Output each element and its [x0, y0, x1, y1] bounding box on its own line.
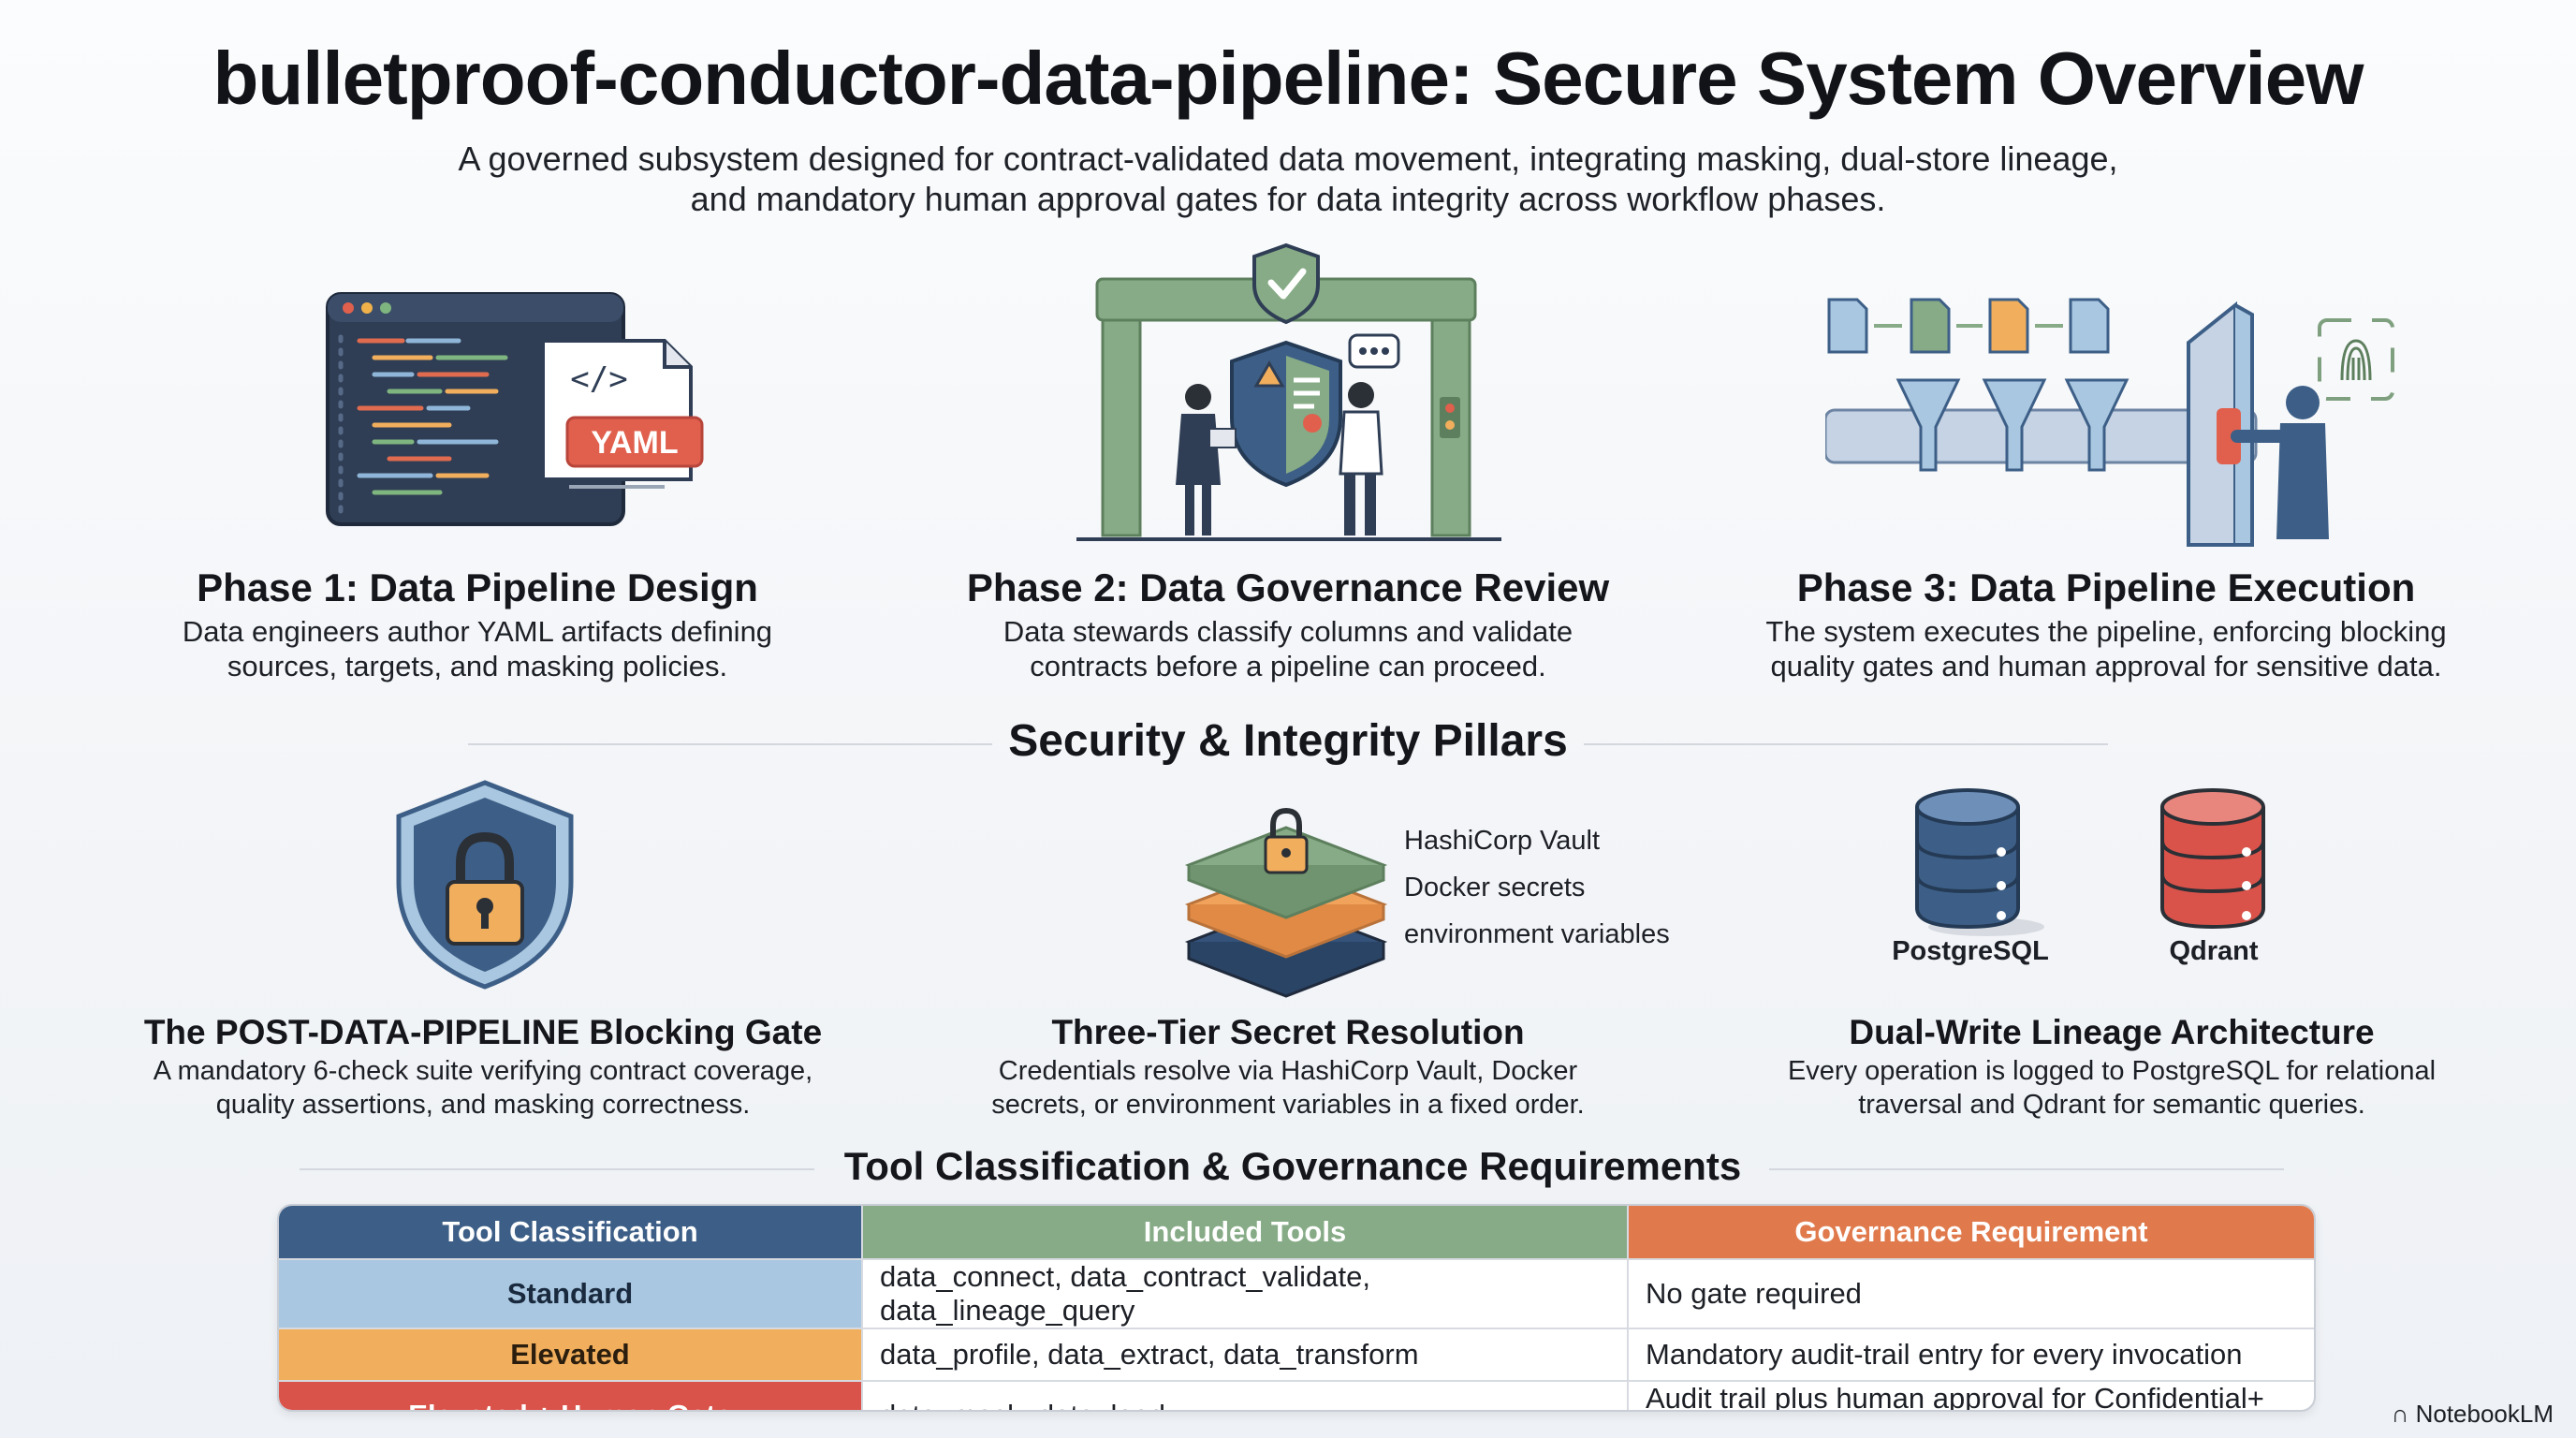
- phase-1-desc-line-1: Data engineers author YAML artifacts def…: [182, 615, 773, 648]
- layered-stack-icon: [1184, 807, 1388, 998]
- row-tools: data_connect, data_contract_validate, da…: [861, 1258, 1628, 1328]
- phase-3-desc-line-2: quality gates and human approval for sen…: [1770, 650, 2442, 682]
- pillar-3-desc-line-2: traversal and Qdrant for semantic querie…: [1858, 1090, 2365, 1120]
- tier-label-docker: Docker secrets: [1404, 873, 1586, 902]
- column-header-tools: Included Tools: [861, 1206, 1628, 1259]
- column-header-classification: Tool Classification: [279, 1206, 862, 1259]
- store-label-postgresql: PostgreSQL: [1892, 936, 2049, 966]
- phase-3-title: Phase 3: Data Pipeline Execution: [1796, 565, 2416, 609]
- table-divider-right: [1769, 1168, 2284, 1170]
- brand-label: NotebookLM: [2415, 1400, 2554, 1428]
- column-header-requirement: Governance Requirement: [1627, 1206, 2314, 1259]
- phase-2-title: Phase 2: Data Governance Review: [966, 565, 1610, 609]
- phase-3-desc: The system executes the pipeline, enforc…: [1685, 614, 2527, 683]
- tier-label-vault: HashiCorp Vault: [1404, 826, 1601, 856]
- pillar-1-desc-line-2: quality assertions, and masking correctn…: [215, 1090, 751, 1120]
- store-label-qdrant: Qdrant: [2169, 936, 2259, 966]
- section-divider-left: [468, 743, 992, 745]
- row-requirement: Audit trail plus human approval for Conf…: [1627, 1380, 2314, 1410]
- code-editor-yaml-icon: </> YAML: [326, 292, 704, 526]
- phase-2-desc: Data stewards classify columns and valid…: [867, 614, 1709, 683]
- pillar-2-desc-line-1: Credentials resolve via HashiCorp Vault,…: [998, 1056, 1578, 1086]
- svg-text:</>: </>: [570, 360, 627, 398]
- pipeline-execution-icon: [1825, 298, 2394, 547]
- pillars-heading: Security & Integrity Pillars: [1008, 716, 1568, 766]
- row-tools: data_mask, data_load: [861, 1380, 1628, 1410]
- phase-2-desc-line-1: Data stewards classify columns and valid…: [1003, 615, 1573, 648]
- subtitle-line-1: A governed subsystem designed for contra…: [458, 139, 2118, 178]
- notebooklm-brand: ∩ NotebookLM: [2392, 1400, 2554, 1429]
- phase-1-title: Phase 1: Data Pipeline Design: [197, 565, 758, 609]
- postgresql-database-icon: [1915, 788, 2044, 936]
- row-requirement: Mandatory audit-trail entry for every in…: [1627, 1328, 2314, 1381]
- table-row: Elevated data_profile, data_extract, dat…: [279, 1328, 2314, 1381]
- pillar-1-desc: A mandatory 6-check suite verifying cont…: [90, 1054, 876, 1122]
- pillar-1-title: The POST-DATA-PIPELINE Blocking Gate: [143, 1013, 823, 1051]
- tool-classification-table: Tool Classification Included Tools Gover…: [277, 1204, 2316, 1412]
- tier-label-env: environment variables: [1404, 919, 1670, 949]
- yaml-badge: YAML: [591, 425, 678, 461]
- notebooklm-logo-icon: ∩: [2391, 1400, 2409, 1428]
- pillar-2-desc-line-2: secrets, or environment variables in a f…: [991, 1090, 1585, 1120]
- governance-gate-icon: [1076, 242, 1501, 541]
- row-classification-standard: Standard: [279, 1258, 862, 1328]
- table-row: Elevated + Human Gate data_mask, data_lo…: [279, 1380, 2314, 1410]
- row-classification-human-gate: Elevated + Human Gate: [279, 1380, 862, 1410]
- phase-1-desc-line-2: sources, targets, and masking policies.: [227, 650, 728, 682]
- pillar-3-desc: Every operation is logged to PostgreSQL …: [1700, 1054, 2524, 1122]
- table-row: Standard data_connect, data_contract_val…: [279, 1258, 2314, 1328]
- row-classification-elevated: Elevated: [279, 1328, 862, 1381]
- subtitle-line-2: and mandatory human approval gates for d…: [690, 180, 1886, 218]
- table-divider-left: [300, 1168, 814, 1170]
- phase-3-desc-line-1: The system executes the pipeline, enforc…: [1765, 615, 2447, 648]
- table-heading: Tool Classification & Governance Require…: [843, 1144, 1742, 1188]
- page-title: bulletproof-conductor-data-pipeline: Sec…: [212, 37, 2364, 120]
- pillar-2-title: Three-Tier Secret Resolution: [1051, 1013, 1525, 1051]
- shield-lock-icon: [396, 780, 574, 990]
- page-subtitle: A governed subsystem designed for contra…: [352, 139, 2224, 219]
- pillar-3-title: Dual-Write Lineage Architecture: [1849, 1013, 2375, 1051]
- pillar-2-desc: Credentials resolve via HashiCorp Vault,…: [914, 1054, 1662, 1122]
- pillar-1-desc-line-1: A mandatory 6-check suite verifying cont…: [153, 1056, 813, 1086]
- section-divider-right: [1584, 743, 2108, 745]
- table-header-row: Tool Classification Included Tools Gover…: [279, 1206, 2314, 1259]
- phase-1-desc: Data engineers author YAML artifacts def…: [103, 614, 852, 683]
- pillar-3-desc-line-1: Every operation is logged to PostgreSQL …: [1787, 1056, 2437, 1086]
- row-tools: data_profile, data_extract, data_transfo…: [861, 1328, 1628, 1381]
- phase-2-desc-line-2: contracts before a pipeline can proceed.: [1030, 650, 1546, 682]
- qdrant-database-icon: [2160, 788, 2265, 930]
- row-requirement: No gate required: [1627, 1258, 2314, 1328]
